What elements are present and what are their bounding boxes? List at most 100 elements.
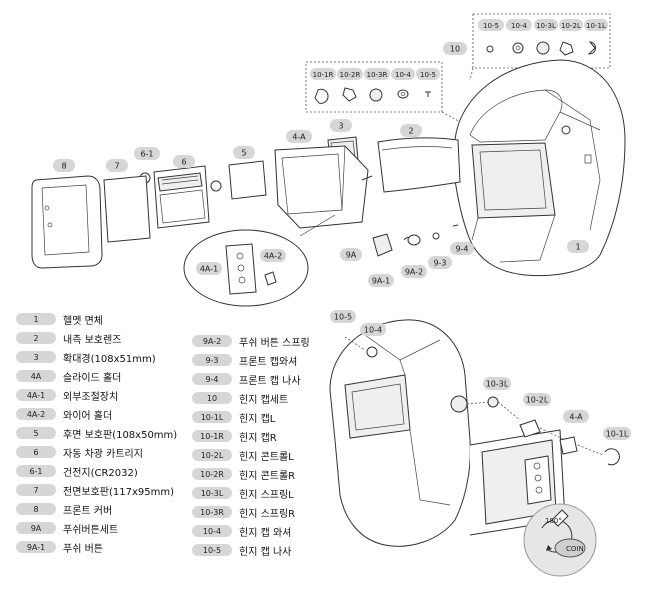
legend-label: 힌지 스프링L [239,489,294,501]
callout-2-pill [400,124,422,137]
legend-label: 헬멧 면체 [63,315,103,327]
legend-code: 9A-2 [192,335,232,347]
legend-label: 내측 보호렌즈 [63,334,122,346]
legend-label: 확대경(108x51mm) [63,353,156,365]
callout-3: 3 [338,122,343,131]
callout-4a: 4-A [292,133,306,142]
callout-side-10-4-pill [360,323,386,336]
legend-label: 프론트 캡와셔 [239,356,298,368]
legend-row: 10-5 힌지 캡 나사 [192,543,291,558]
callout-9-3-pill [428,256,452,269]
legend-row: 9-4 프론트 캡 나사 [192,372,301,387]
mid-box-callouts: 10-1R 10-2R 10-3R 10-4 10-5 [310,68,440,80]
legend-label: 힌지 스프링R [239,508,296,520]
legend-code: 5 [16,427,56,439]
legend-row: 1 헬멧 면체 [16,312,103,327]
legend-row: 6 자동 차광 카트리지 [16,445,143,460]
legend-row: 9-3 프론트 캡와셔 [192,353,298,368]
legend-code: 10-1R [192,430,232,442]
callout-9-4: 9-4 [455,245,468,254]
callout-top-10-4: 10-4 [511,22,527,30]
callout-8-pill [53,159,75,172]
callout-top-10-5: 10-5 [483,22,499,30]
callout-side-10-3l-pill [483,377,511,390]
legend-row: 8 프론트 커버 [16,502,113,517]
callout-9-3: 9-3 [433,259,446,268]
legend-label: 후면 보호판(108x50mm) [63,429,178,441]
legend-label: 프론트 캡 나사 [239,375,301,387]
legend-code: 6-1 [16,465,56,477]
callout-9a: 9A [346,251,357,260]
legend-row: 4A-1 외부조절장치 [16,388,119,403]
legend-row: 3 확대경(108x51mm) [16,350,156,365]
legend-code: 7 [16,484,56,496]
legend-row: 10-3R 힌지 스프링R [192,505,296,520]
callout-9a-pill [340,248,362,261]
legend-label: 힌지 콘트롤L [239,451,294,463]
legend-label: 힌지 콘트롤R [239,470,296,482]
callout-1: 1 [575,243,580,252]
callout-side-10-2l: 10-2L [526,396,549,405]
legend-code: 10-1L [192,411,232,423]
legend-code: 9-4 [192,373,232,385]
legend-label: 전면보호판(117x95mm) [63,486,175,498]
callout-side-4a: 4-A [569,413,583,422]
legend-code: 1 [16,313,56,325]
helmet-shell-front [454,59,626,277]
callout-5: 5 [241,149,246,158]
legend-code: 8 [16,503,56,515]
push-button-set [372,224,459,257]
legend-code: 10-2R [192,468,232,480]
legend-code: 3 [16,351,56,363]
callout-mid-10-1r: 10-1R [313,71,334,79]
callout-mid-10-2r: 10-2R [340,71,361,79]
callout-side-10-5-pill [330,310,356,323]
legend-label: 건전지(CR2032) [63,467,138,479]
callout-4a-pill [286,130,312,143]
legend-code: 9A-1 [16,541,56,553]
legend-code: 9A [16,522,56,534]
slide-holder [274,145,373,229]
legend-row: 10-4 힌지 캡 와셔 [192,524,292,539]
callout-6-1: 6-1 [140,150,153,159]
coin-angle-label: 180° [545,517,562,525]
callout-10: 10 [450,45,460,54]
legend-row: 4A-2 와이어 홀더 [16,407,113,422]
legend-label: 힌지 캡 와셔 [239,527,292,539]
legend-row: 9A-2 푸쉬 버튼 스프링 [192,334,310,349]
coin-rotation-inset [523,503,597,577]
callout-9a-2-pill [401,265,427,278]
legend-row: 10-3L 힌지 스프링L [192,486,294,501]
callout-6-1-pill [134,147,160,160]
callout-9a-1: 9A-1 [372,277,390,286]
inner-protective-lens [377,137,461,193]
hinge-kit-left-box [472,13,611,69]
legend-label: 와이어 홀더 [63,410,113,422]
leader-top-box [469,67,474,81]
legend-code: 9-3 [192,354,232,366]
legend-code: 10-3R [192,506,232,518]
legend-label: 푸쉬버튼세트 [63,524,119,536]
legend-code: 10-4 [192,525,232,537]
legend-label: 프론트 커버 [63,505,113,517]
callout-7-pill [106,159,128,172]
legend-row: 7 전면보호판(117x95mm) [16,483,175,498]
legend-code: 10 [192,392,232,404]
legend-label: 푸쉬 버튼 스프링 [239,337,310,349]
callout-mid-10-3r: 10-3R [367,71,388,79]
legend-label: 힌지 캡R [239,432,277,444]
callout-6: 6 [181,158,186,167]
legend-code: 4A-1 [16,389,56,401]
callout-side-10-1l: 10-1L [606,430,629,439]
callout-7: 7 [114,162,119,171]
top-box-parts [486,41,596,56]
legend-row: 10-1L 힌지 캡L [192,410,275,425]
legend-code: 10-3L [192,487,232,499]
callout-9a-2: 9A-2 [405,268,423,277]
front-cover-lens [103,175,151,243]
legend-label: 외부조절장치 [63,391,119,403]
legend-label: 푸쉬 버튼 [63,543,103,555]
callout-side-10-2l-pill [523,393,551,406]
top-box-callouts: 10-5 10-4 10-3L 10-2L 10-1L [478,19,608,31]
